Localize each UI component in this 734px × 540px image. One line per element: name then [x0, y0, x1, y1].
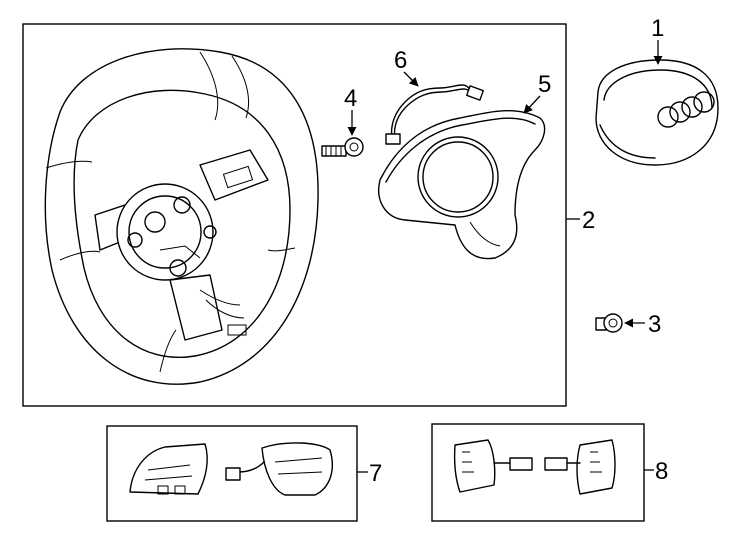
svg-text:4: 4: [344, 85, 357, 112]
callout-1: 1: [651, 15, 664, 65]
svg-text:6: 6: [394, 47, 407, 74]
control-switches-part-7[interactable]: [129, 442, 333, 496]
paddle-shifters-part-8[interactable]: [453, 439, 616, 495]
bolt-part-4[interactable]: [321, 137, 364, 157]
svg-text:5: 5: [538, 71, 551, 98]
callout-3: 3: [624, 311, 661, 338]
svg-text:8: 8: [655, 458, 668, 485]
control-switches-box: [106, 425, 358, 522]
paddle-shifters-box: [431, 423, 645, 522]
callout-8: 8: [644, 458, 668, 485]
callout-4: 4: [344, 85, 357, 136]
steering-wheel[interactable]: [44, 48, 319, 385]
callout-5: 5: [523, 71, 551, 114]
bolt-part-3[interactable]: [595, 313, 623, 333]
svg-text:7: 7: [369, 460, 382, 487]
svg-text:3: 3: [648, 311, 661, 338]
svg-text:2: 2: [582, 207, 595, 234]
steering-wheel-assembly-box: [22, 23, 567, 407]
svg-text:1: 1: [651, 15, 664, 42]
airbag-module-part-1[interactable]: [595, 59, 719, 166]
callout-6: 6: [394, 47, 419, 87]
callout-7: 7: [357, 460, 382, 487]
wire-harness-part-6[interactable]: [385, 84, 484, 145]
trim-cover-part-5[interactable]: [378, 109, 546, 260]
callout-2: 2: [566, 207, 595, 234]
